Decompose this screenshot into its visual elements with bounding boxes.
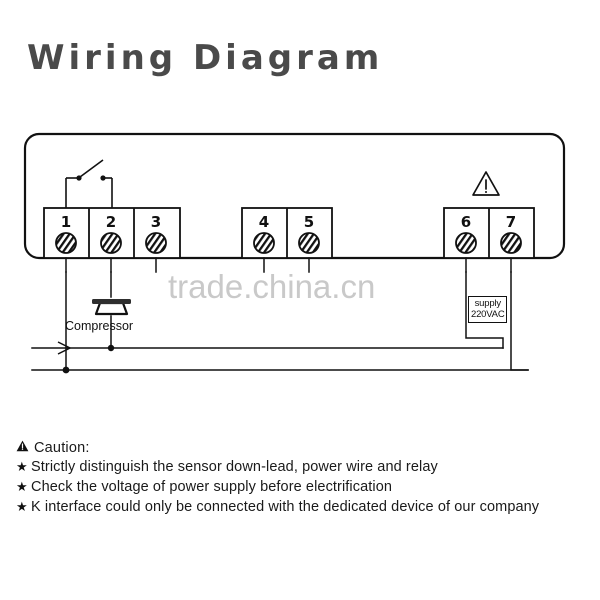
bullet-star-icon: ★ xyxy=(16,459,28,474)
bus-direction-arrow xyxy=(57,341,72,355)
terminal-5-screw xyxy=(298,232,320,254)
warning-triangle-icon xyxy=(472,171,500,196)
terminal-3: 3 xyxy=(145,213,167,254)
junction-dot-neutral xyxy=(62,366,70,374)
bullet-star-icon: ★ xyxy=(16,479,28,494)
bullet-star-icon: ★ xyxy=(16,499,28,514)
caution-item-text: Strictly distinguish the sensor down-lea… xyxy=(31,459,438,475)
terminal-block-power xyxy=(443,207,535,259)
compressor-icon xyxy=(92,299,131,316)
terminal-4-screw xyxy=(253,232,275,254)
terminal-2-screw xyxy=(100,232,122,254)
terminal-4: 4 xyxy=(253,213,275,254)
switch-contact-right xyxy=(100,175,106,181)
terminal-6: 6 xyxy=(455,213,477,254)
terminal-2-label: 2 xyxy=(106,213,116,231)
switch-contact-left xyxy=(76,175,82,181)
page-title: Wiring Diagram xyxy=(27,38,384,78)
caution-item: ★ K interface could only be connected wi… xyxy=(16,497,591,517)
terminal-4-label: 4 xyxy=(259,213,269,231)
terminal-block-sensor xyxy=(241,207,333,259)
wire-terminal6-to-live xyxy=(465,271,504,349)
terminal-7: 7 xyxy=(500,213,522,254)
compressor-label: Compressor xyxy=(65,319,133,333)
terminal-3-label: 3 xyxy=(151,213,161,231)
caution-block: Caution: ★ Strictly distinguish the sens… xyxy=(16,440,591,517)
caution-item: ★ Strictly distinguish the sensor down-l… xyxy=(16,457,591,477)
terminal-7-label: 7 xyxy=(506,213,516,231)
junction-dot-live xyxy=(107,344,115,352)
terminal-5: 5 xyxy=(298,213,320,254)
caution-item-text: Check the voltage of power supply before… xyxy=(31,479,393,495)
wire-terminal7-to-neutral xyxy=(510,271,529,371)
supply-label: supply 220VAC xyxy=(468,296,508,323)
terminal-3-screw xyxy=(145,232,167,254)
caution-item: ★ Check the voltage of power supply befo… xyxy=(16,477,591,497)
terminal-2: 2 xyxy=(100,213,122,254)
terminal-1: 1 xyxy=(55,213,77,254)
terminal-1-screw xyxy=(55,232,77,254)
terminal-5-label: 5 xyxy=(304,213,314,231)
caution-heading-row: Caution: xyxy=(16,440,591,456)
caution-item-text: K interface could only be connected with… xyxy=(31,499,540,515)
supply-label-line2: 220VAC xyxy=(471,309,505,320)
caution-heading: Caution: xyxy=(34,440,90,456)
terminal-1-label: 1 xyxy=(61,213,71,231)
terminal-7-screw xyxy=(500,232,522,254)
terminal-6-label: 6 xyxy=(461,213,471,231)
terminal-6-screw xyxy=(455,232,477,254)
supply-label-line1: supply xyxy=(474,298,501,309)
warning-triangle-icon xyxy=(16,440,29,456)
